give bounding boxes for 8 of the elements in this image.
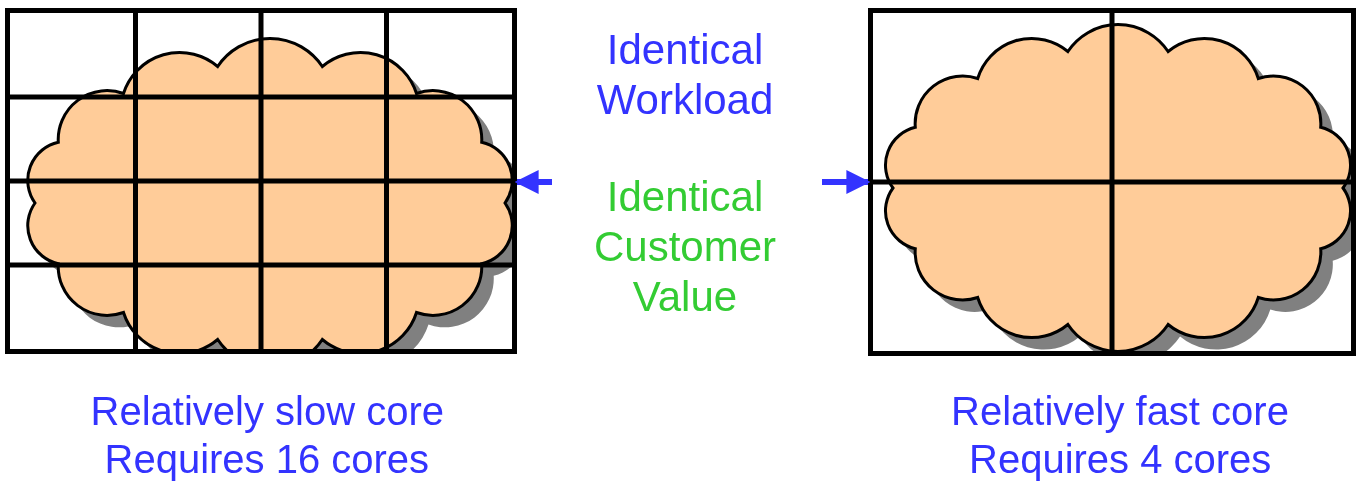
arrow [822,170,871,194]
text-label: Identical Customer Value [560,172,810,322]
node-caption: Requires 4 cores [969,436,1272,482]
node-caption: Relatively slow core [90,388,444,434]
text-label: Identical Workload [560,25,810,125]
node-caption: Requires 16 cores [104,436,430,482]
arrow [514,170,552,194]
node-caption: Relatively fast core [951,388,1289,434]
